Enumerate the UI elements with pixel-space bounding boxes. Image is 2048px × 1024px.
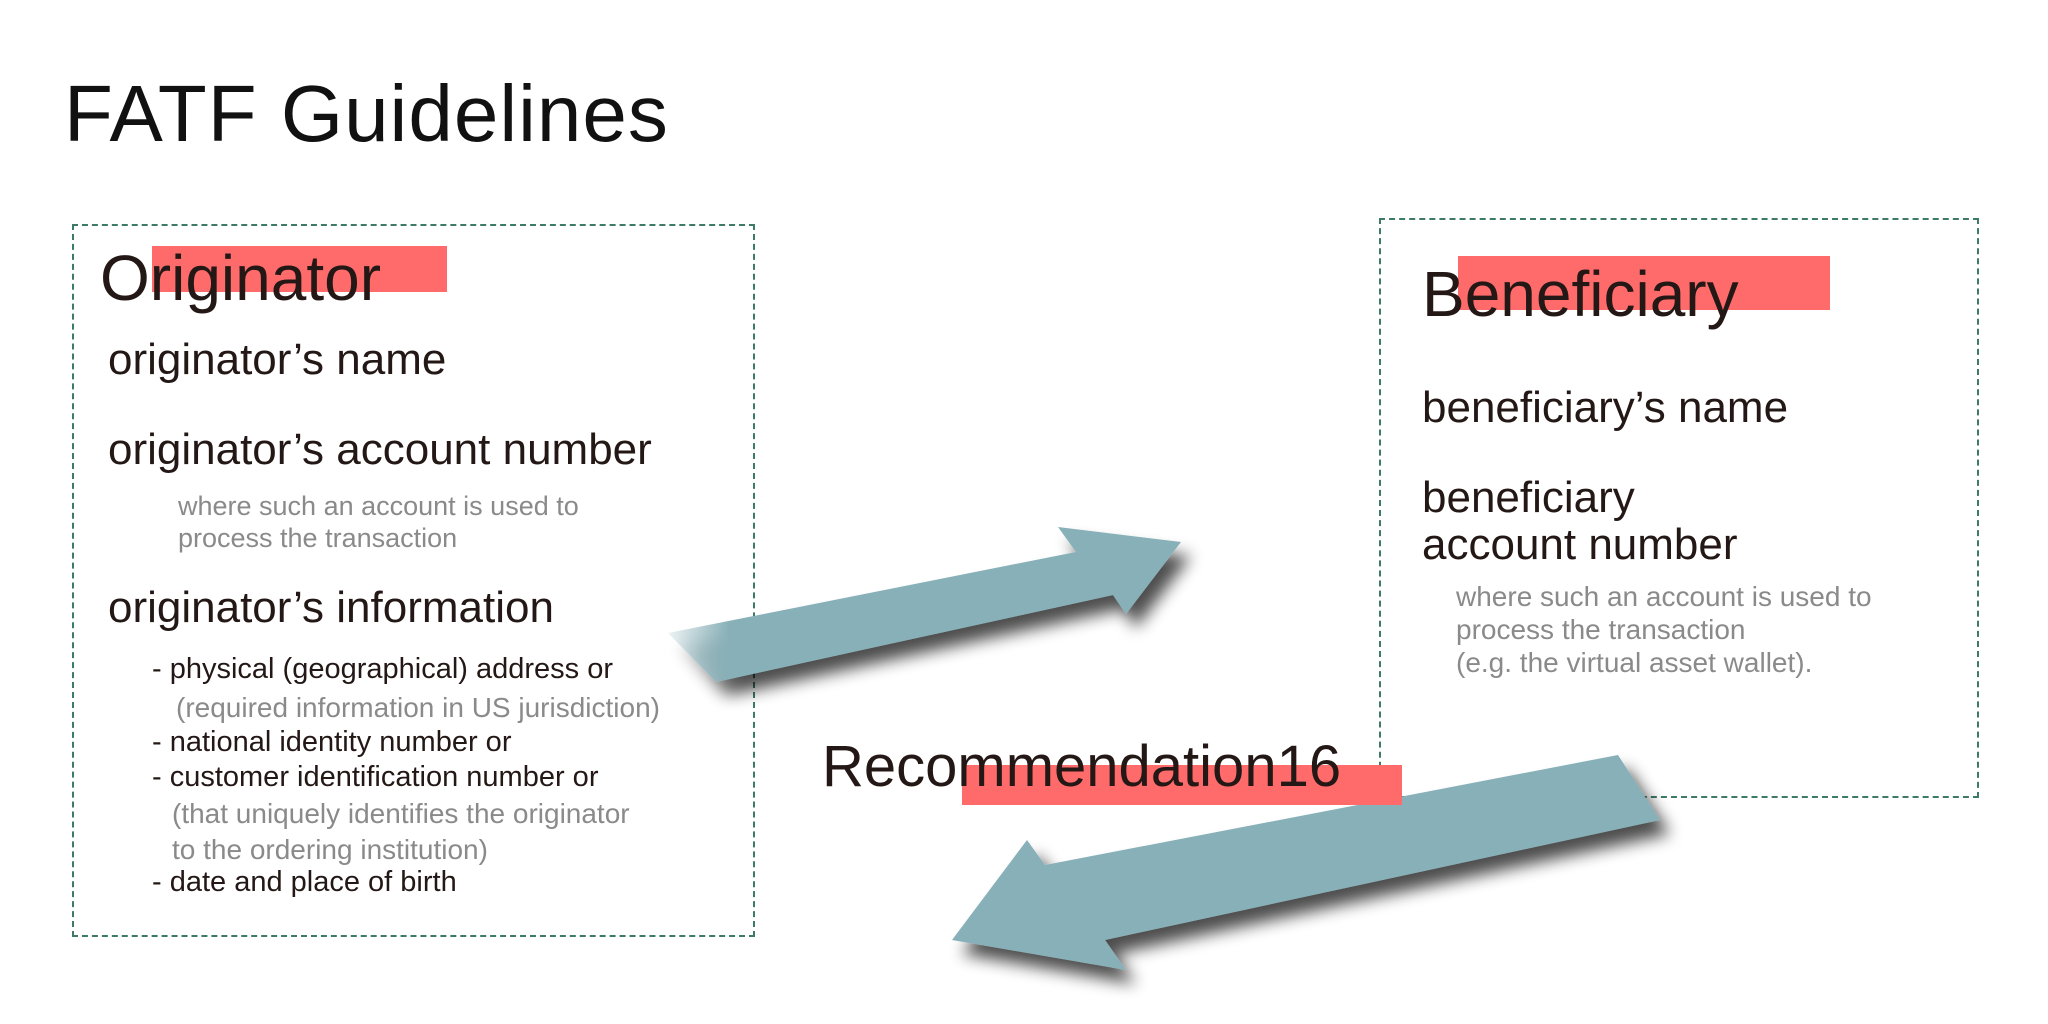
beneficiary-note-line2: process the transaction xyxy=(1456,614,1746,645)
beneficiary-note-line1: where such an account is used to xyxy=(1456,581,1872,612)
arrow-right-icon xyxy=(668,527,1181,682)
originator-account-note-line1: where such an account is used to xyxy=(178,491,579,521)
beneficiary-heading: Beneficiary xyxy=(1422,258,1739,330)
arrow-left-icon xyxy=(952,755,1660,970)
originator-account-note-line2: process the transaction xyxy=(178,523,458,553)
originator-information: originator’s information xyxy=(108,583,554,632)
originator-name: originator’s name xyxy=(108,335,447,384)
beneficiary-account-line2: account number xyxy=(1422,520,1738,569)
originator-bullet-customer-id: - customer identification number or xyxy=(152,761,599,793)
beneficiary-name: beneficiary’s name xyxy=(1422,383,1789,432)
originator-bullet-national-id: - national identity number or xyxy=(152,726,512,758)
originator-bullet-address: - physical (geographical) address or xyxy=(152,653,613,685)
beneficiary-account-note: where such an account is used to process… xyxy=(1456,580,1872,679)
recommendation-label: Recommendation16 xyxy=(822,734,1342,799)
originator-bullet-address-note: (required information in US jurisdiction… xyxy=(176,692,660,723)
originator-account-note: where such an account is used to process… xyxy=(178,490,579,554)
originator-box xyxy=(72,224,755,937)
originator-bullet-birth: - date and place of birth xyxy=(152,866,457,898)
originator-customer-id-note-line1: (that uniquely identifies the originator xyxy=(172,798,630,829)
beneficiary-box xyxy=(1379,218,1979,798)
originator-highlight xyxy=(152,246,447,292)
recommendation-highlight xyxy=(962,765,1402,805)
originator-customer-id-note-line2: to the ordering institution) xyxy=(172,834,488,865)
originator-bullet-customer-id-note: (that uniquely identifies the originator… xyxy=(172,796,630,868)
beneficiary-account-line1: beneficiary xyxy=(1422,473,1635,522)
originator-account-number: originator’s account number xyxy=(108,425,652,474)
page-title: FATF Guidelines xyxy=(64,69,669,158)
originator-heading: Originator xyxy=(100,242,381,314)
beneficiary-note-line3: (e.g. the virtual asset wallet). xyxy=(1456,647,1813,678)
beneficiary-highlight xyxy=(1458,256,1830,310)
